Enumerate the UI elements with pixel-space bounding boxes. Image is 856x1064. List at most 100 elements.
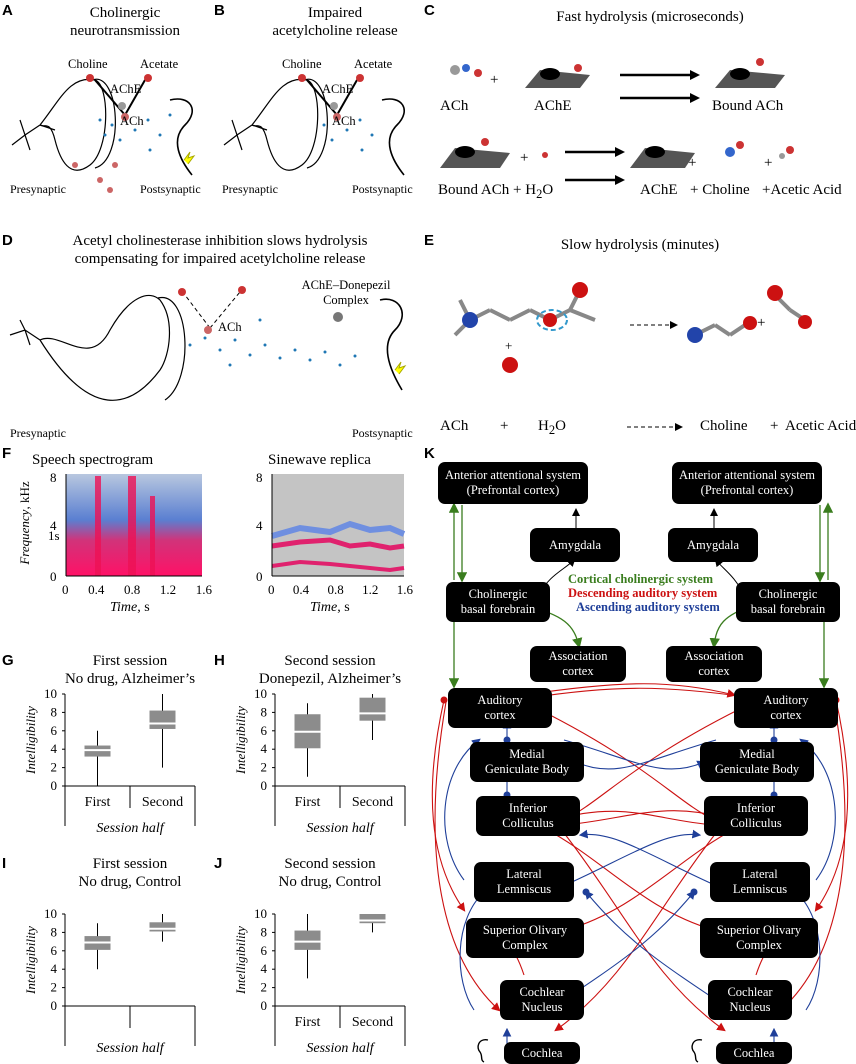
k-soc-right-line1: Superior Olivary [716, 923, 802, 937]
k-soc-left-line1: Superior Olivary [482, 923, 568, 937]
y-tick-label: 2 [51, 980, 58, 995]
y-tick-label: 6 [51, 723, 58, 738]
c-row2-choline: + Choline [690, 182, 750, 198]
panel-c-title: Fast hydrolysis (microseconds) [556, 9, 744, 25]
k-cn-left-line1: Cochlear [519, 985, 565, 999]
g-title-line1: First session [92, 653, 168, 669]
k-mgb-left-line1: Medial [509, 747, 545, 761]
e-plus-mid: + [757, 315, 766, 331]
panel-b-title: Impaired acetylcholine release [250, 4, 420, 40]
e-h2o-sub: 2 [548, 423, 556, 437]
k-soc-left-line2: Complex [502, 938, 548, 952]
k-ic-left-line1: Inferior [508, 801, 548, 815]
y-axis-label: Intelligibility [23, 926, 38, 995]
e-h2o-o: O [555, 418, 566, 434]
k-amygdala-left-text: Amygdala [548, 537, 602, 552]
ear-icon-left [477, 1039, 489, 1063]
f-left-xlabel-text: Time [110, 600, 138, 615]
k-mgb-left-line2: Geniculate Body [484, 762, 570, 776]
box [149, 710, 176, 729]
box [294, 930, 321, 950]
label-b-presynaptic: Presynaptic [222, 182, 278, 196]
y-tick-label: 6 [261, 943, 268, 958]
f-ytick-8: 8 [50, 470, 57, 485]
box [359, 697, 386, 721]
label-d-ach: ACh [218, 320, 242, 334]
k-legend-descending: Descending auditory system [568, 586, 718, 600]
f-left-xtick: 0.4 [88, 582, 105, 597]
panel-d-title-line2: compensating for impaired acetylcholine … [74, 251, 366, 267]
x-axis-label: Session half [306, 821, 375, 836]
y-tick-label: 8 [51, 924, 58, 939]
f-right-xtick: 1.6 [396, 582, 413, 597]
x-axis-label: Session half [96, 1041, 165, 1056]
panel-label-h: H [214, 652, 225, 669]
f-right-xtick: 0.8 [327, 582, 344, 597]
c-row2-plus: + [520, 150, 529, 166]
k-basal-right-line1: Cholinergic [758, 587, 818, 601]
y-tick-label: 8 [51, 704, 58, 719]
label-d-presynaptic: Presynaptic [10, 426, 66, 440]
k-assoc-left-line2: cortex [562, 664, 594, 678]
synapse-diagram-d [9, 286, 407, 401]
k-network-diagram [431, 502, 849, 1044]
panel-label-j: J [214, 855, 223, 872]
c-row2-sub: 2 [536, 187, 543, 201]
y-tick-label: 4 [261, 741, 268, 756]
k-basal-left-line1: Cholinergic [468, 587, 528, 601]
f-right-xtick: 0 [268, 582, 275, 597]
f-right-xtick: 1.2 [362, 582, 379, 597]
c-row2-plus3: + [764, 155, 773, 171]
k-cn-left-line2: Nucleus [521, 1000, 563, 1014]
k-basal-left-line2: basal forebrain [460, 602, 536, 616]
x-axis-label: Session half [96, 821, 165, 836]
k-auditory-left-line2: cortex [484, 708, 516, 722]
k-cochlea-left-text: Cochlea [521, 1045, 563, 1060]
k-basal-right-line2: basal forebrain [750, 602, 826, 616]
k-mgb-right-line1: Medial [739, 747, 775, 761]
y-tick-label: 6 [51, 943, 58, 958]
box [149, 922, 176, 932]
k-node-amygdala-right: Amygdala [668, 528, 758, 562]
c-row2-ache: AChE [640, 182, 678, 198]
k-anterior-right-line2: (Prefrontal cortex) [700, 483, 794, 497]
k-ic-left-line2: Colliculus [502, 816, 554, 830]
e-h2o-h: H [538, 418, 549, 434]
c-row2-o: O [542, 182, 554, 198]
y-axis-label: Intelligibility [233, 926, 248, 995]
e-h2o: H2O [538, 418, 566, 438]
j-title-line1: Second session [284, 856, 376, 872]
label-a-ache: AChE [110, 82, 142, 96]
y-tick-label: 2 [51, 760, 58, 775]
c-row1-mid: AChE [534, 98, 572, 114]
f-left-xtick: 0 [62, 582, 69, 597]
k-node-cochlea-left: Cochlea [504, 1042, 580, 1064]
k-node-amygdala-left: Amygdala [530, 528, 620, 562]
panel-label-c: C [424, 2, 435, 19]
panel-label-k: K [424, 445, 435, 462]
y-tick-label: 2 [261, 980, 268, 995]
k-cn-right-line2: Nucleus [729, 1000, 771, 1014]
panel-a-title-line1: Cholinergic [89, 5, 161, 21]
ear-icon-right [691, 1039, 703, 1063]
e-plus2: + [770, 418, 779, 434]
category-label: Second [352, 795, 393, 810]
panel-d-title-line1: Acetyl cholinesterase inhibition slows h… [72, 233, 368, 249]
k-auditory-right-line1: Auditory [763, 693, 809, 707]
f-spectrograms [65, 474, 406, 577]
label-a-postsynaptic: Postsynaptic [140, 182, 201, 196]
y-tick-label: 10 [44, 906, 57, 921]
fast-hydrolysis-diagram [440, 58, 794, 185]
y-tick-label: 8 [261, 704, 268, 719]
k-assoc-right-line1: Association [684, 649, 744, 663]
f-left-xlabel-unit: , s [137, 600, 150, 615]
category-label: Second [352, 1015, 393, 1030]
f-right-ytick-0: 0 [256, 569, 263, 584]
label-b-postsynaptic: Postsynaptic [352, 182, 413, 196]
category-label: Second [142, 795, 183, 810]
